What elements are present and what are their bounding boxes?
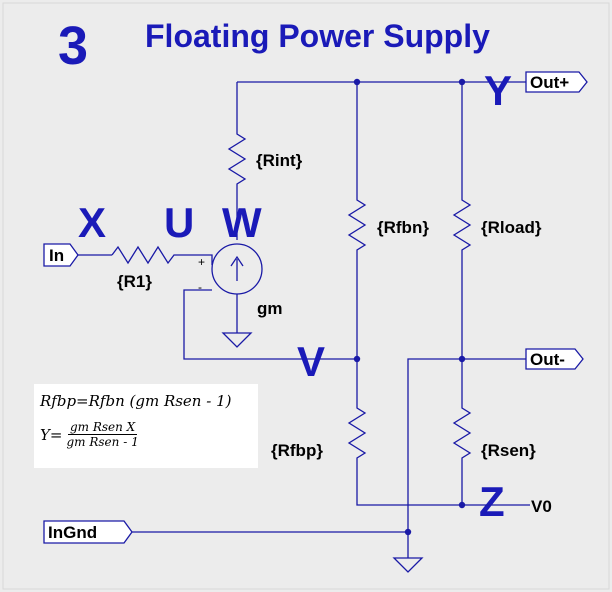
ground-icon bbox=[392, 557, 424, 573]
minus-feedback-wire bbox=[183, 289, 357, 360]
out-minus-wire bbox=[407, 358, 526, 558]
in-port-label: In bbox=[49, 246, 64, 265]
rsen-resistor bbox=[452, 359, 472, 505]
node-label-u: U bbox=[164, 199, 194, 246]
out-minus-label: Out- bbox=[530, 350, 565, 369]
formula-lhs: Y= bbox=[40, 425, 63, 444]
node-label-w: W bbox=[222, 199, 262, 246]
ingnd-port bbox=[43, 520, 133, 544]
formula-box: Rfbp=Rfbn (gm Rsen - 1) Y= gm Rsen X gm … bbox=[34, 384, 258, 468]
out-plus-port bbox=[525, 71, 588, 93]
rint-label: {Rint} bbox=[256, 151, 303, 170]
formula-line-1: Rfbp=Rfbn (gm Rsen - 1) bbox=[40, 392, 232, 410]
rload-label: {Rload} bbox=[481, 218, 542, 237]
up-arrow-icon bbox=[230, 255, 244, 267]
out-plus-label: Out+ bbox=[530, 73, 569, 92]
ground-icon bbox=[221, 332, 253, 348]
rfbp-resistor bbox=[347, 359, 462, 506]
gm-label: gm bbox=[257, 299, 283, 318]
r1-label: {R1} bbox=[117, 272, 152, 291]
node-label-v: V bbox=[297, 338, 325, 385]
v0-label: V0 bbox=[531, 497, 552, 516]
formula-fraction: gm Rsen X gm Rsen - 1 bbox=[64, 420, 140, 449]
rfbn-resistor bbox=[347, 82, 367, 359]
formula-numerator: gm Rsen X bbox=[67, 420, 138, 435]
formula-line-2: Y= gm Rsen X gm Rsen - 1 bbox=[40, 420, 141, 449]
rint-resistor bbox=[227, 126, 247, 240]
node-label-x: X bbox=[78, 199, 106, 246]
junction-node bbox=[404, 528, 412, 536]
out-minus-port bbox=[525, 348, 584, 370]
minus-sign: - bbox=[198, 280, 202, 294]
node-label-y: Y bbox=[484, 67, 512, 114]
rsen-label: {Rsen} bbox=[481, 441, 536, 460]
circuit-number: 3 bbox=[58, 16, 88, 76]
r1-resistor bbox=[111, 245, 213, 265]
rload-resistor bbox=[452, 82, 472, 359]
rfbn-label: {Rfbn} bbox=[377, 218, 429, 237]
rfbp-label: {Rfbp} bbox=[271, 441, 323, 460]
circuit-title: Floating Power Supply bbox=[145, 18, 490, 54]
plus-sign: + bbox=[198, 255, 205, 269]
ingnd-port-label: InGnd bbox=[48, 523, 97, 542]
formula-denominator: gm Rsen - 1 bbox=[66, 435, 139, 449]
in-port bbox=[43, 243, 79, 267]
node-label-z: Z bbox=[479, 478, 505, 525]
